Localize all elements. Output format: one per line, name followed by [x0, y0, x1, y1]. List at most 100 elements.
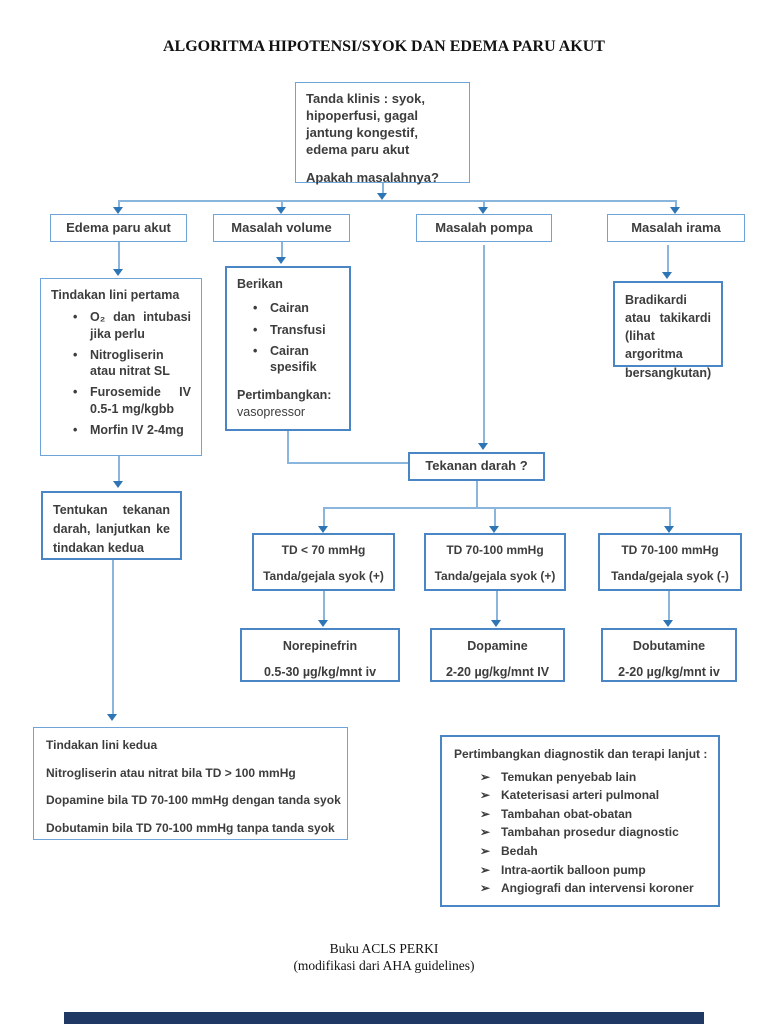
bp-branch-box: TD < 70 mmHg Tanda/gejala syok (+): [252, 533, 395, 591]
arrow-bullet-icon: ➢: [480, 862, 491, 877]
arrow-down-icon: [491, 620, 501, 627]
connector: [118, 200, 676, 202]
bp-shock-sign: Tanda/gejala syok (+): [263, 568, 384, 583]
bp-branch-box: TD 70-100 mmHg Tanda/gejala syok (+): [424, 533, 566, 591]
diagnostics-item: Kateterisasi arteri pulmonal: [501, 788, 660, 803]
branch-masalah-volume: Masalah volume: [213, 214, 350, 242]
first-line-item: Nitrogliserin atau nitrat SL: [90, 347, 170, 378]
berikan-item: Transfusi: [270, 322, 326, 337]
arrow-bullet-icon: ➢: [480, 769, 491, 784]
drug-dose: 2-20 µg/kg/mnt IV: [445, 665, 550, 680]
diagnostics-title: Pertimbangkan diagnostik dan terapi lanj…: [454, 747, 708, 761]
bullet-icon: •: [73, 310, 78, 325]
connector: [118, 242, 120, 269]
bradikardi-box: Bradikardi atau takikardi (lihat argorit…: [613, 281, 723, 380]
connector: [281, 242, 283, 257]
arrow-down-icon: [663, 620, 673, 627]
first-line-title: Tindakan lini pertama: [51, 288, 180, 302]
branch-masalah-pompa: Masalah pompa: [416, 214, 552, 242]
arrow-down-icon: [489, 526, 499, 533]
bullet-icon: •: [253, 322, 258, 337]
bp-shock-sign: Tanda/gejala syok (-): [611, 568, 729, 583]
connector: [667, 245, 669, 272]
arrow-down-icon: [664, 526, 674, 533]
connector: [483, 200, 485, 207]
connector: [118, 456, 120, 481]
connector: [669, 507, 671, 526]
bp-range: TD 70-100 mmHg: [446, 543, 544, 557]
connector: [112, 560, 114, 714]
first-line-item: Morfin IV 2-4mg: [90, 422, 184, 437]
next-page-edge-bar: [64, 1012, 704, 1024]
connector: [281, 200, 283, 207]
connector: [323, 591, 325, 620]
bullet-icon: •: [73, 422, 78, 437]
berikan-item: Cairan: [270, 301, 309, 316]
connector: [287, 431, 289, 463]
arrow-bullet-icon: ➢: [480, 806, 491, 821]
second-line-treatment-box: Tindakan lini kedua Nitrogliserin atau n…: [33, 727, 348, 840]
connector: [287, 462, 408, 464]
arrow-down-icon: [318, 620, 328, 627]
berikan-consider-label: Pertimbangkan:: [237, 388, 332, 403]
page-title: ALGORITMA HIPOTENSI/SYOK DAN EDEMA PARU …: [163, 38, 605, 55]
drug-name: Norepinefrin: [282, 639, 358, 653]
diagnostics-item: Tambahan obat-obatan: [501, 806, 633, 821]
arrow-down-icon: [662, 272, 672, 279]
drug-dose: 2-20 µg/kg/mnt iv: [618, 665, 720, 680]
berikan-title: Berikan: [237, 277, 283, 291]
arrow-bullet-icon: ➢: [480, 788, 491, 803]
diagnostics-item: Temukan penyebab lain: [501, 769, 637, 784]
arrow-bullet-icon: ➢: [480, 825, 491, 840]
drug-box-norepinefrin: Norepinefrin 0.5-30 µg/kg/mnt iv: [240, 628, 400, 682]
arrow-down-icon: [113, 481, 123, 488]
arrow-bullet-icon: ➢: [480, 881, 491, 896]
connector: [668, 591, 670, 620]
first-line-item: O₂ dan intubasi jika perlu: [90, 310, 191, 341]
connector: [496, 591, 498, 620]
berikan-box: Berikan • Cairan • Transfusi • Cairan spesi…: [225, 266, 351, 431]
clinical-question-text: Apakah masalahnya?: [306, 169, 439, 185]
arrow-bullet-icon: ➢: [480, 843, 491, 858]
arrow-down-icon: [377, 193, 387, 200]
drug-name: Dopamine: [467, 639, 528, 653]
connector: [476, 481, 478, 507]
connector: [494, 507, 496, 526]
drug-box-dopamine: Dopamine 2-20 µg/kg/mnt IV: [430, 628, 565, 682]
diagnostics-box: Pertimbangkan diagnostik dan terapi lanj…: [440, 735, 720, 907]
bullet-icon: •: [73, 385, 78, 400]
clinical-signs-text: Tanda klinis : syok, hipoperfusi, gagal …: [306, 91, 425, 157]
bullet-icon: •: [253, 301, 258, 316]
arrow-down-icon: [276, 257, 286, 264]
connector: [382, 183, 384, 193]
branch-edema-paru-akut: Edema paru akut: [50, 214, 187, 242]
second-line-item: Dopamine bila TD 70-100 mmHg dengan tand…: [46, 793, 341, 808]
berikan-item: Cairan spesifik: [270, 343, 317, 374]
bp-range: TD < 70 mmHg: [281, 543, 366, 557]
bp-range: TD 70-100 mmHg: [621, 543, 719, 557]
first-line-item: Furosemide IV 0.5-1 mg/kgbb: [90, 385, 191, 416]
bullet-icon: •: [73, 347, 78, 362]
second-line-item: Dobutamin bila TD 70-100 mmHg tanpa tand…: [46, 820, 335, 835]
first-line-treatment-box: Tindakan lini pertama • O₂ dan intubasi j…: [40, 278, 202, 456]
clinical-signs-box: Tanda klinis : syok, hipoperfusi, gagal …: [295, 82, 470, 185]
second-line-item: Nitrogliserin atau nitrat bila TD > 100 …: [46, 765, 296, 780]
connector: [675, 200, 677, 207]
branch-masalah-irama: Masalah irama: [607, 214, 745, 242]
bp-branch-box: TD 70-100 mmHg Tanda/gejala syok (-): [598, 533, 742, 591]
tekanan-darah-box: Tekanan darah ?: [408, 452, 545, 481]
bullet-icon: •: [253, 343, 258, 358]
footer-source: Buku ACLS PERKI: [329, 941, 439, 956]
drug-name: Dobutamine: [632, 639, 706, 653]
footer-note: (modifikasi dari AHA guidelines): [293, 957, 475, 973]
arrow-down-icon: [113, 269, 123, 276]
arrow-down-icon: [670, 207, 680, 214]
arrow-down-icon: [113, 207, 123, 214]
drug-dose: 0.5-30 µg/kg/mnt iv: [263, 665, 377, 680]
arrow-down-icon: [478, 443, 488, 450]
arrow-down-icon: [478, 207, 488, 214]
connector: [323, 507, 670, 509]
bp-shock-sign: Tanda/gejala syok (+): [434, 568, 556, 583]
drug-box-dobutamine: Dobutamine 2-20 µg/kg/mnt iv: [601, 628, 737, 682]
connector: [118, 200, 120, 207]
